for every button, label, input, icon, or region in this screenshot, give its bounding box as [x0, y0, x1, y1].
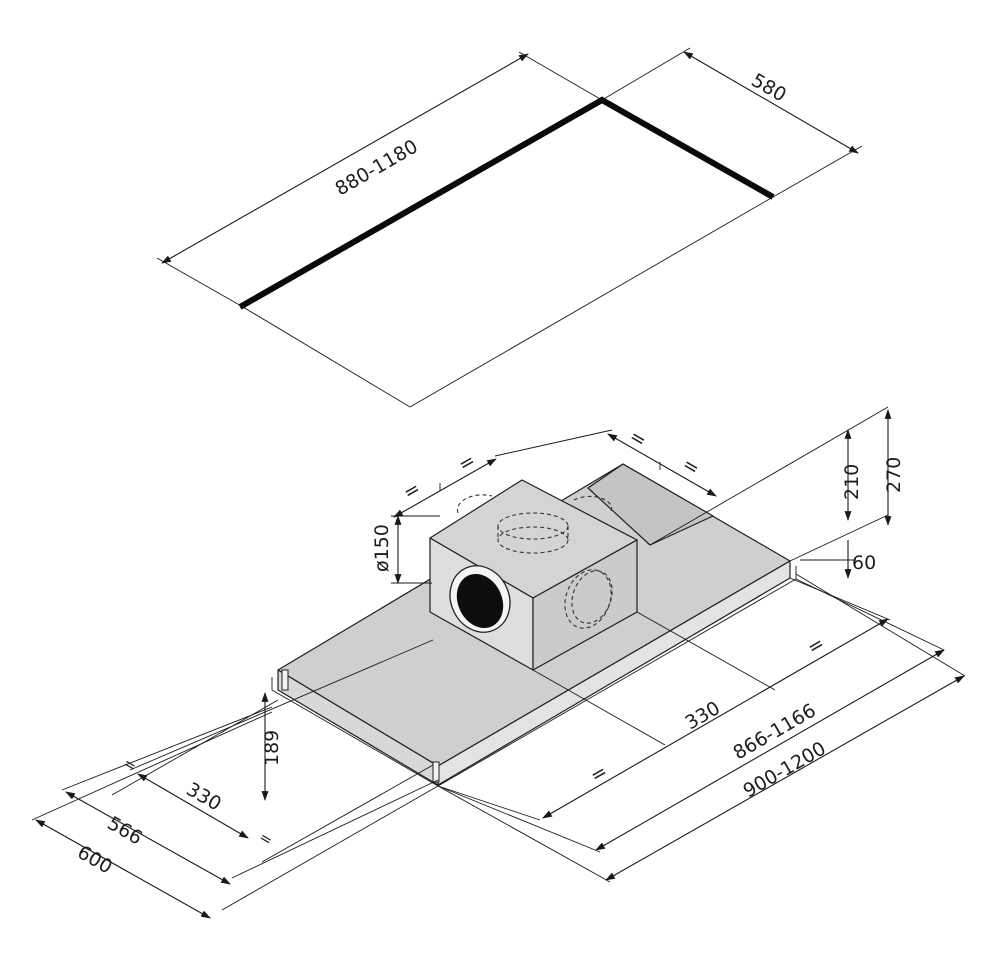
- front-330-label: 330: [682, 697, 724, 734]
- outlet-diameter-label: ø150: [371, 524, 393, 572]
- extension-line: [795, 578, 945, 651]
- extension-line: [518, 51, 603, 101]
- outlet-top-dashed: [497, 526, 569, 554]
- equal-mark: =: [256, 828, 276, 850]
- width-600-label: 600: [74, 841, 116, 878]
- total-height-label: 270: [883, 457, 905, 493]
- extension-line: [129, 639, 434, 771]
- equal-mark: =: [626, 425, 651, 452]
- dim-line-600: [35, 819, 211, 919]
- hood-bracket: [281, 669, 289, 691]
- dim-line-cutout-depth: [683, 51, 859, 154]
- motor-height-label: 210: [841, 464, 863, 500]
- extension-line: [261, 764, 434, 863]
- extension-line: [437, 785, 611, 883]
- cutout-outline: [242, 99, 774, 408]
- cutout-length-label: 880-1180: [332, 136, 422, 201]
- extension-line: [437, 785, 541, 821]
- equal-mark: =: [587, 760, 612, 787]
- cutout-back-edge: [238, 96, 775, 310]
- outlet-back-dashed: [573, 495, 613, 514]
- dim-line-900-1200: [605, 675, 965, 881]
- dim-line-866-1166: [595, 649, 945, 851]
- extension-line: [31, 711, 273, 821]
- frame-height-label: 60: [852, 552, 876, 574]
- extension-line: [61, 706, 273, 791]
- outlet-top-dashed: [497, 526, 569, 540]
- extension-line: [789, 577, 891, 621]
- width-566-label: 566: [104, 812, 146, 849]
- extension-line: [789, 514, 889, 562]
- hood-body: [271, 463, 797, 787]
- hood-bracket: [432, 761, 440, 783]
- dim-line-equal: [393, 458, 497, 518]
- hood-glass-edge: [271, 566, 797, 690]
- equal-mark: =: [455, 449, 480, 476]
- hood-left-face: [277, 669, 439, 786]
- extension-line: [795, 573, 966, 677]
- visible-height-label: 189: [261, 730, 283, 766]
- extension-line: [156, 257, 244, 308]
- side-330-label: 330: [183, 778, 225, 815]
- extension-line: [772, 145, 863, 198]
- extension-line: [601, 47, 691, 101]
- extension-line: [494, 429, 613, 457]
- equal-mark: =: [400, 477, 425, 504]
- dim-line-cutout-length: [161, 53, 529, 264]
- extension-line: [221, 785, 439, 911]
- extension-line: [437, 785, 601, 853]
- extension-line: [231, 779, 439, 879]
- outlet-front-hole: [456, 573, 504, 629]
- dim-line-equal: [607, 433, 717, 497]
- ceiling-cutout: 880-1180 580: [156, 47, 863, 408]
